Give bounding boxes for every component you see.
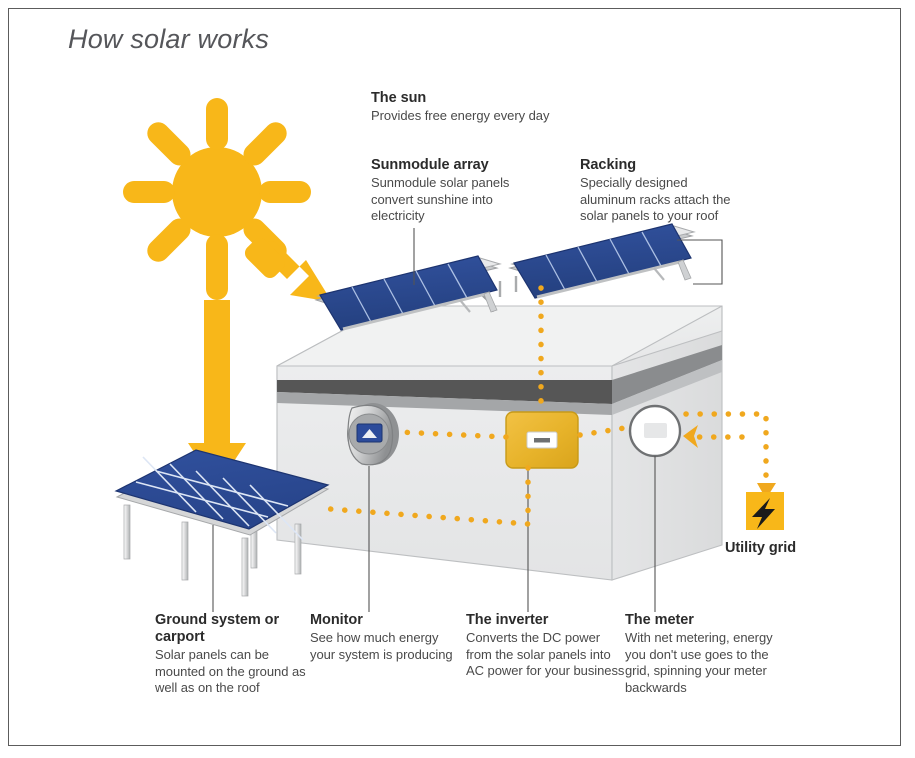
label-the-sun: The sun Provides free energy every day — [371, 90, 551, 125]
label-body: With net metering, energy you don't use … — [625, 630, 773, 695]
label-racking: Racking Specially designed aluminum rack… — [580, 157, 740, 225]
label-heading: Monitor — [310, 612, 363, 628]
label-monitor: Monitor See how much energy your system … — [310, 612, 460, 663]
label-body: Solar panels can be mounted on the groun… — [155, 647, 306, 695]
label-body: Specially designed aluminum racks attach… — [580, 175, 731, 223]
label-heading: Ground system or carport — [155, 612, 280, 645]
ground-mount-array — [114, 449, 330, 597]
label-ground-system: Ground system or carport Solar panels ca… — [155, 612, 320, 697]
label-the-inverter: The inverter Converts the DC power from … — [466, 612, 626, 680]
arrow-down-right-icon — [244, 237, 332, 302]
energy-flow-lines — [327, 285, 769, 527]
utility-grid — [746, 492, 784, 530]
label-heading: Utility grid — [724, 540, 797, 556]
label-heading: Sunmodule array — [371, 157, 489, 173]
label-body: See how much energy your system is produ… — [310, 630, 453, 662]
label-utility-grid: Utility grid — [718, 540, 803, 559]
label-heading: The meter — [625, 612, 694, 628]
arrow-left-icon — [683, 425, 698, 448]
monitor[interactable] — [347, 403, 399, 612]
roof-solar-array-right — [498, 223, 696, 299]
inverter[interactable] — [505, 411, 579, 612]
arrow-down-icon — [757, 483, 776, 499]
roof-solar-array-left — [314, 255, 502, 331]
label-body: Converts the DC power from the solar pan… — [466, 630, 625, 678]
label-the-meter: The meter With net metering, energy you … — [625, 612, 795, 696]
leader-lines — [212, 228, 723, 612]
lightning-bolt-icon — [752, 498, 775, 529]
meter[interactable] — [628, 404, 682, 612]
label-heading: Racking — [580, 157, 637, 173]
sun-icon — [123, 98, 311, 300]
label-heading: The inverter — [466, 612, 549, 628]
triangle-up-icon — [362, 429, 377, 438]
label-body: Provides free energy every day — [371, 108, 550, 123]
label-heading: The sun — [371, 90, 427, 106]
label-sunmodule-array: Sunmodule array Sunmodule solar panels c… — [371, 157, 546, 225]
label-body: Sunmodule solar panels convert sunshine … — [371, 175, 510, 223]
page-title: How solar works — [68, 24, 270, 54]
